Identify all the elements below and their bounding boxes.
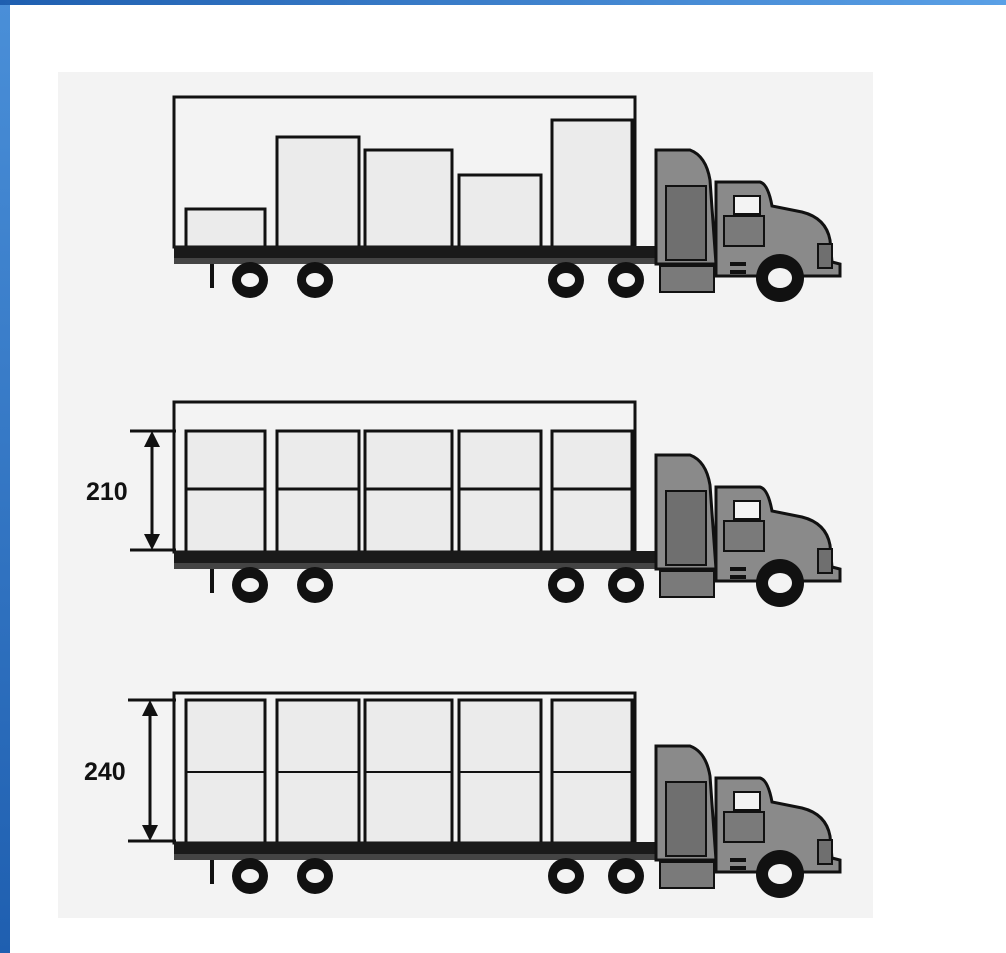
cargo-stack — [459, 431, 541, 552]
height-label-210: 210 — [86, 478, 128, 507]
truck-mixed-loads — [174, 97, 840, 302]
cargo-pallet — [459, 175, 541, 247]
cargo-pallet — [552, 120, 632, 247]
height-dimension-arrow — [128, 700, 176, 841]
cargo-pallet — [186, 209, 265, 247]
truck-240 — [128, 693, 840, 898]
cargo-stack — [277, 431, 359, 552]
cargo-pallet — [365, 150, 452, 247]
truck-210 — [130, 402, 840, 607]
cargo-stack — [552, 431, 632, 552]
cargo-stack — [365, 431, 452, 552]
height-label-240: 240 — [84, 758, 126, 787]
cargo-stack — [186, 431, 265, 552]
height-dimension-arrow — [130, 431, 176, 550]
cargo-pallet — [277, 137, 359, 247]
